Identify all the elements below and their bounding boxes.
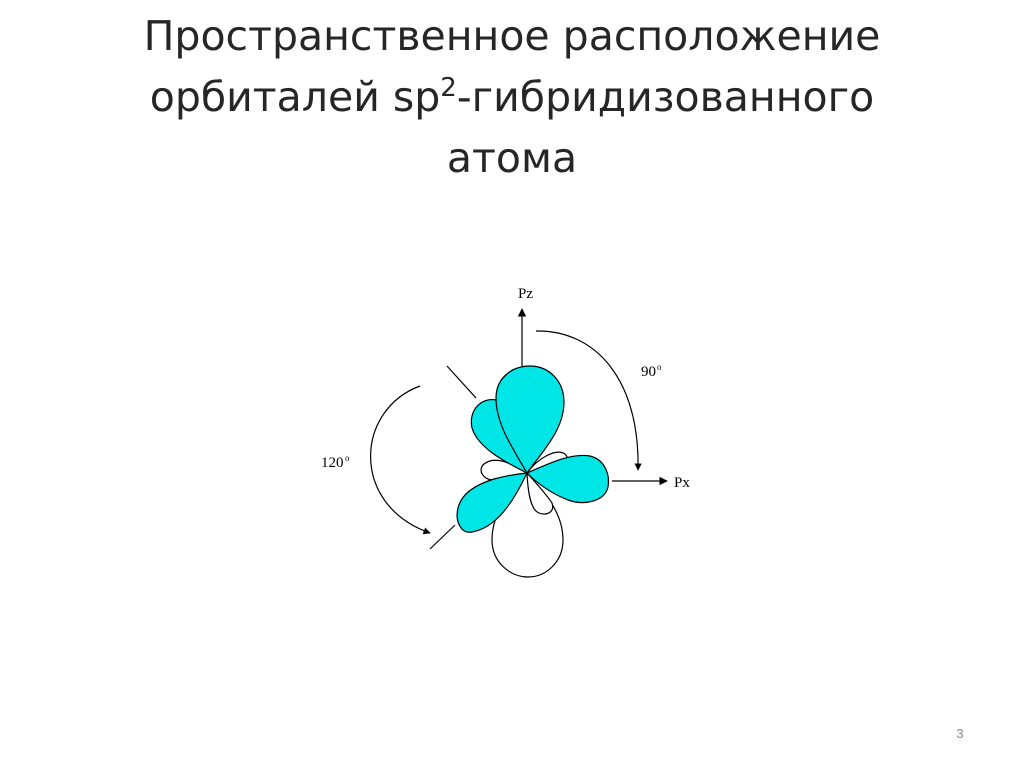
angle-120-label: 120 xyxy=(321,455,344,471)
slide-title: Пространственное расположение орбиталей … xyxy=(60,6,964,189)
hybrid-lobe-upper xyxy=(495,365,565,475)
title-line-1: Пространственное расположение xyxy=(143,12,881,60)
slide-number: 3 xyxy=(956,726,964,741)
pz-axis-label: Pz xyxy=(518,286,533,302)
title-line-3: атома xyxy=(446,134,578,182)
angle-90-degree-sign: o xyxy=(657,362,662,372)
title-line-2-prefix: орбиталей sp xyxy=(149,73,441,121)
title-line-2: орбиталей sp2-гибридизованного xyxy=(60,67,964,128)
hybrid-lobe-lower-left xyxy=(456,472,528,533)
angle-90-arc xyxy=(535,330,642,471)
title-line-2-suffix: -гибридизованного xyxy=(456,73,875,121)
angle-120-degree-sign: o xyxy=(345,453,350,463)
small-back-lobe-lower-right xyxy=(526,471,554,515)
hybrid-lobe-right xyxy=(525,454,610,504)
px-axis-label: Px xyxy=(674,475,690,491)
title-superscript: 2 xyxy=(440,73,457,103)
angle-90-label: 90 xyxy=(641,364,656,380)
guide-line-lower xyxy=(429,524,456,550)
guide-line-upper xyxy=(446,365,477,399)
angle-120-arc xyxy=(370,385,431,535)
